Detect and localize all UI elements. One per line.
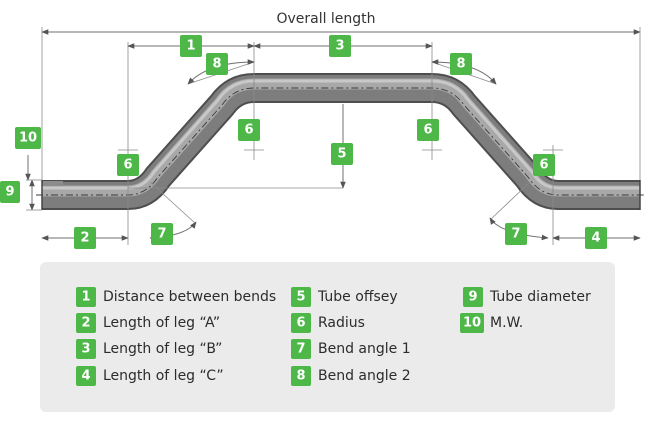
svg-text:3: 3 bbox=[335, 39, 344, 54]
overall-length-dimension bbox=[41, 27, 641, 180]
svg-text:6: 6 bbox=[244, 123, 253, 138]
overall-length-label: Overall length bbox=[276, 11, 375, 27]
badge-4: 4 bbox=[585, 227, 607, 249]
badge-7-left: 7 bbox=[151, 223, 173, 245]
svg-text:4: 4 bbox=[81, 369, 90, 384]
legend-label: Bend angle 1 bbox=[318, 341, 411, 357]
legend-item-9: 9 Tube diameter bbox=[463, 287, 591, 307]
svg-text:6: 6 bbox=[423, 123, 432, 138]
svg-text:7: 7 bbox=[296, 342, 305, 357]
badge-1: 1 bbox=[180, 35, 202, 57]
svg-text:5: 5 bbox=[337, 147, 346, 162]
svg-text:10: 10 bbox=[19, 131, 37, 146]
legend-label: Length of leg “C” bbox=[103, 368, 224, 384]
badge-2: 2 bbox=[74, 227, 96, 249]
badge-10: 10 bbox=[15, 127, 41, 149]
legend-label: Length of leg “B” bbox=[103, 341, 222, 357]
badge-3: 3 bbox=[329, 35, 351, 57]
legend-label: Tube diameter bbox=[489, 289, 591, 305]
badge-6-bottom-right: 6 bbox=[533, 154, 555, 176]
svg-text:8: 8 bbox=[456, 57, 465, 72]
legend-panel bbox=[40, 262, 615, 412]
legend-item-3: 3 Length of leg “B” bbox=[76, 339, 222, 359]
badge-5: 5 bbox=[331, 143, 353, 165]
svg-text:6: 6 bbox=[123, 158, 132, 173]
badge-9: 9 bbox=[0, 181, 20, 203]
svg-text:2: 2 bbox=[81, 316, 90, 331]
svg-text:10: 10 bbox=[463, 316, 481, 331]
legend-label: Distance between bends bbox=[103, 289, 276, 305]
legend-label: Length of leg “A” bbox=[103, 315, 220, 331]
svg-text:6: 6 bbox=[296, 316, 305, 331]
svg-text:6: 6 bbox=[539, 158, 548, 173]
svg-text:4: 4 bbox=[591, 231, 600, 246]
legend-item-5: 5 Tube offsey bbox=[291, 287, 398, 307]
svg-text:8: 8 bbox=[296, 369, 305, 384]
badge-6-top-right: 6 bbox=[417, 119, 439, 141]
legend-item-6: 6 Radius bbox=[291, 313, 365, 333]
badge-8-left: 8 bbox=[206, 53, 228, 75]
badge-6-top-left: 6 bbox=[238, 119, 260, 141]
legend-item-7: 7 Bend angle 1 bbox=[291, 339, 411, 359]
svg-text:9: 9 bbox=[5, 185, 14, 200]
legend-label: Bend angle 2 bbox=[318, 368, 411, 384]
legend-item-2: 2 Length of leg “A” bbox=[76, 313, 220, 333]
svg-text:9: 9 bbox=[468, 290, 477, 305]
badge-8-right: 8 bbox=[450, 53, 472, 75]
svg-text:5: 5 bbox=[296, 290, 305, 305]
svg-text:3: 3 bbox=[81, 342, 90, 357]
legend-item-8: 8 Bend angle 2 bbox=[291, 366, 411, 386]
svg-text:1: 1 bbox=[186, 39, 195, 54]
badge-6-bottom-left: 6 bbox=[117, 154, 139, 176]
svg-text:8: 8 bbox=[212, 57, 221, 72]
legend-item-1: 1 Distance between bends bbox=[76, 287, 276, 307]
legend-label: Radius bbox=[318, 315, 365, 331]
svg-text:1: 1 bbox=[81, 290, 90, 305]
tube-centerline bbox=[36, 87, 646, 196]
svg-text:2: 2 bbox=[80, 231, 89, 246]
legend-item-10: 10 M.W. bbox=[460, 313, 523, 333]
legend-item-4: 4 Length of leg “C” bbox=[76, 366, 224, 386]
legend-label: M.W. bbox=[490, 315, 523, 331]
svg-text:7: 7 bbox=[511, 227, 520, 242]
badge-7-right: 7 bbox=[505, 223, 527, 245]
svg-text:7: 7 bbox=[157, 227, 166, 242]
legend-label: Tube offsey bbox=[317, 289, 398, 305]
